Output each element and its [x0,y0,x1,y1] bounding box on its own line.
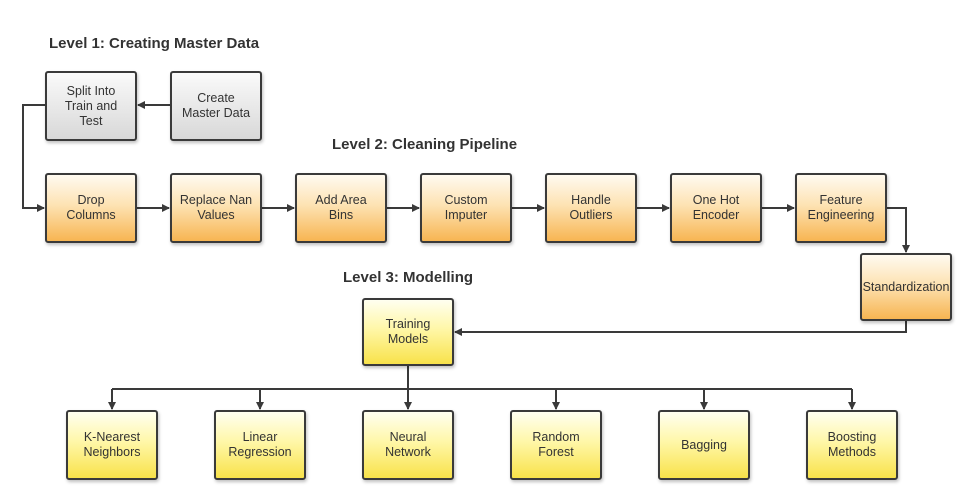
handle-outliers-label: Handle Outliers [569,193,613,222]
feature-engineering-label: Feature Engineering [807,193,875,222]
neural-network-box: Neural Network [362,410,454,480]
create-master-data-label: Create Master Data [181,91,251,120]
handle-outliers-box: Handle Outliers [545,173,637,243]
training-models-label: Training Models [385,317,431,346]
boosting-methods-label: Boosting Methods [827,430,877,459]
linear-regression-label: Linear Regression [228,430,292,459]
arrow-standardization-to-training [454,321,907,336]
bagging-label: Bagging [681,437,727,452]
level2-heading: Level 2: Cleaning Pipeline [332,136,518,153]
boosting-methods-box: Boosting Methods [806,410,898,480]
drop-columns-label: Drop Columns [66,193,116,222]
k-nearest-neighbors-label: K-Nearest Neighbors [83,430,141,459]
neural-network-label: Neural Network [385,430,431,459]
training-models-box: Training Models [362,298,454,366]
arrow-split-to-drop-columns [22,104,46,212]
one-hot-encoder-label: One Hot Encoder [692,193,740,222]
custom-imputer-label: Custom Imputer [444,193,488,222]
drop-columns-box: Drop Columns [45,173,137,243]
linear-regression-box: Linear Regression [214,410,306,480]
bagging-box: Bagging [658,410,750,480]
random-forest-box: Random Forest [510,410,602,480]
add-area-bins-label: Add Area Bins [315,193,367,222]
level1-heading: Level 1: Creating Master Data [49,35,260,52]
arrow-feature-to-standardization [887,207,910,253]
k-nearest-neighbors-box: K-Nearest Neighbors [66,410,158,480]
one-hot-encoder-box: One Hot Encoder [670,173,762,243]
add-area-bins-box: Add Area Bins [295,173,387,243]
replace-nan-values-box: Replace Nan Values [170,173,262,243]
split-train-test-label: Split Into Train and Test [64,83,118,128]
standardization-box: Standardization [860,253,952,321]
random-forest-label: Random Forest [532,430,580,459]
feature-engineering-box: Feature Engineering [795,173,887,243]
split-train-test-box: Split Into Train and Test [45,71,137,141]
level3-heading: Level 3: Modelling [343,269,474,286]
create-master-data-box: Create Master Data [170,71,262,141]
custom-imputer-box: Custom Imputer [420,173,512,243]
standardization-label: Standardization [862,279,950,294]
replace-nan-values-label: Replace Nan Values [179,193,253,222]
